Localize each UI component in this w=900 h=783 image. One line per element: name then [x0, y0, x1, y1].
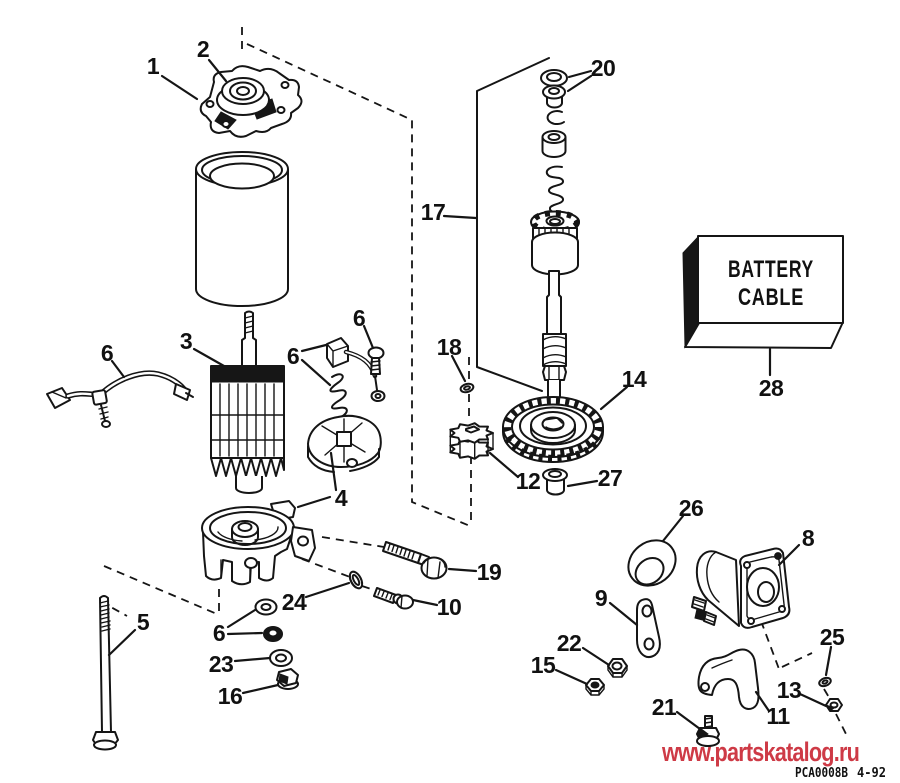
part-lock-washer-24 — [348, 570, 364, 590]
part-screw-10 — [373, 587, 414, 610]
callout-24: 24 — [282, 589, 307, 615]
part-brush-set — [326, 337, 386, 426]
part-nut-13 — [824, 698, 843, 712]
watermark-text: www.partskatalog.ru — [661, 737, 859, 767]
part-nut-15 — [585, 678, 605, 696]
callout-6-brush: 6 — [287, 343, 299, 369]
callout-4: 4 — [335, 485, 348, 511]
part-thru-bolt — [92, 595, 119, 751]
part-mount-bolt — [382, 541, 448, 580]
battery-box-line1: BATTERY — [728, 256, 814, 283]
callout-23: 23 — [209, 651, 234, 677]
callout-13: 13 — [777, 677, 802, 703]
part-ground-strap — [636, 598, 661, 659]
part-spacer-bushing — [542, 468, 568, 496]
callout-10: 10 — [437, 594, 462, 620]
callout-2: 2 — [197, 36, 209, 62]
callout-28: 28 — [759, 375, 784, 401]
part-mount-bracket — [199, 65, 303, 138]
doc-date: 4-92 — [857, 766, 886, 781]
part-solenoid — [691, 547, 791, 629]
part-washer-25 — [818, 676, 832, 688]
callout-12: 12 — [516, 468, 541, 494]
callout-19: 19 — [477, 559, 502, 585]
part-lead-wire — [46, 370, 194, 428]
part-armature — [210, 310, 285, 494]
part-motor-frame — [195, 151, 289, 307]
callout-1: 1 — [147, 53, 160, 79]
callout-21: 21 — [652, 694, 677, 720]
part-drive-assembly — [476, 57, 580, 404]
part-flange-bolt — [696, 715, 720, 747]
callout-8: 8 — [802, 525, 815, 551]
callout-6-screw: 6 — [353, 305, 365, 331]
callout-6-hardware: 6 — [213, 620, 225, 646]
part-solenoid-bracket — [697, 648, 760, 710]
leader-lines — [107, 58, 833, 731]
part-nut-22 — [607, 658, 628, 678]
part-end-cap — [201, 500, 316, 586]
callout-20: 20 — [591, 55, 616, 81]
part-brush-plate — [307, 414, 382, 473]
callout-14: 14 — [622, 366, 647, 392]
battery-cable-box: BATTERY CABLE — [682, 235, 844, 377]
callout-6-wire: 6 — [101, 340, 113, 366]
footer: www.partskatalog.ru PCA0008B 4-92 — [661, 737, 886, 781]
callout-18: 18 — [437, 334, 462, 360]
alignment-guides — [99, 27, 847, 735]
part-washer-nut-stack — [254, 598, 299, 690]
callout-15: 15 — [531, 652, 556, 678]
callout-3: 3 — [180, 328, 192, 354]
part-pinion-gear — [449, 422, 494, 460]
callout-27: 27 — [598, 465, 623, 491]
callout-11: 11 — [766, 703, 790, 729]
callout-9: 9 — [595, 585, 607, 611]
callout-26: 26 — [679, 495, 704, 521]
callouts: 1 2 3 4 5 6 6 6 6 8 9 10 11 12 13 14 15 … — [101, 36, 846, 729]
battery-box-line2: CABLE — [738, 284, 804, 311]
part-boot-sleeve — [627, 539, 677, 587]
part-retainer-clip — [459, 382, 475, 394]
callout-25: 25 — [820, 624, 845, 650]
callout-16: 16 — [218, 683, 243, 709]
part-drive-gear — [502, 396, 604, 463]
doc-code: PCA0008B — [795, 766, 848, 781]
callout-5: 5 — [137, 609, 150, 635]
callout-22: 22 — [557, 630, 582, 656]
callout-17: 17 — [421, 199, 446, 225]
